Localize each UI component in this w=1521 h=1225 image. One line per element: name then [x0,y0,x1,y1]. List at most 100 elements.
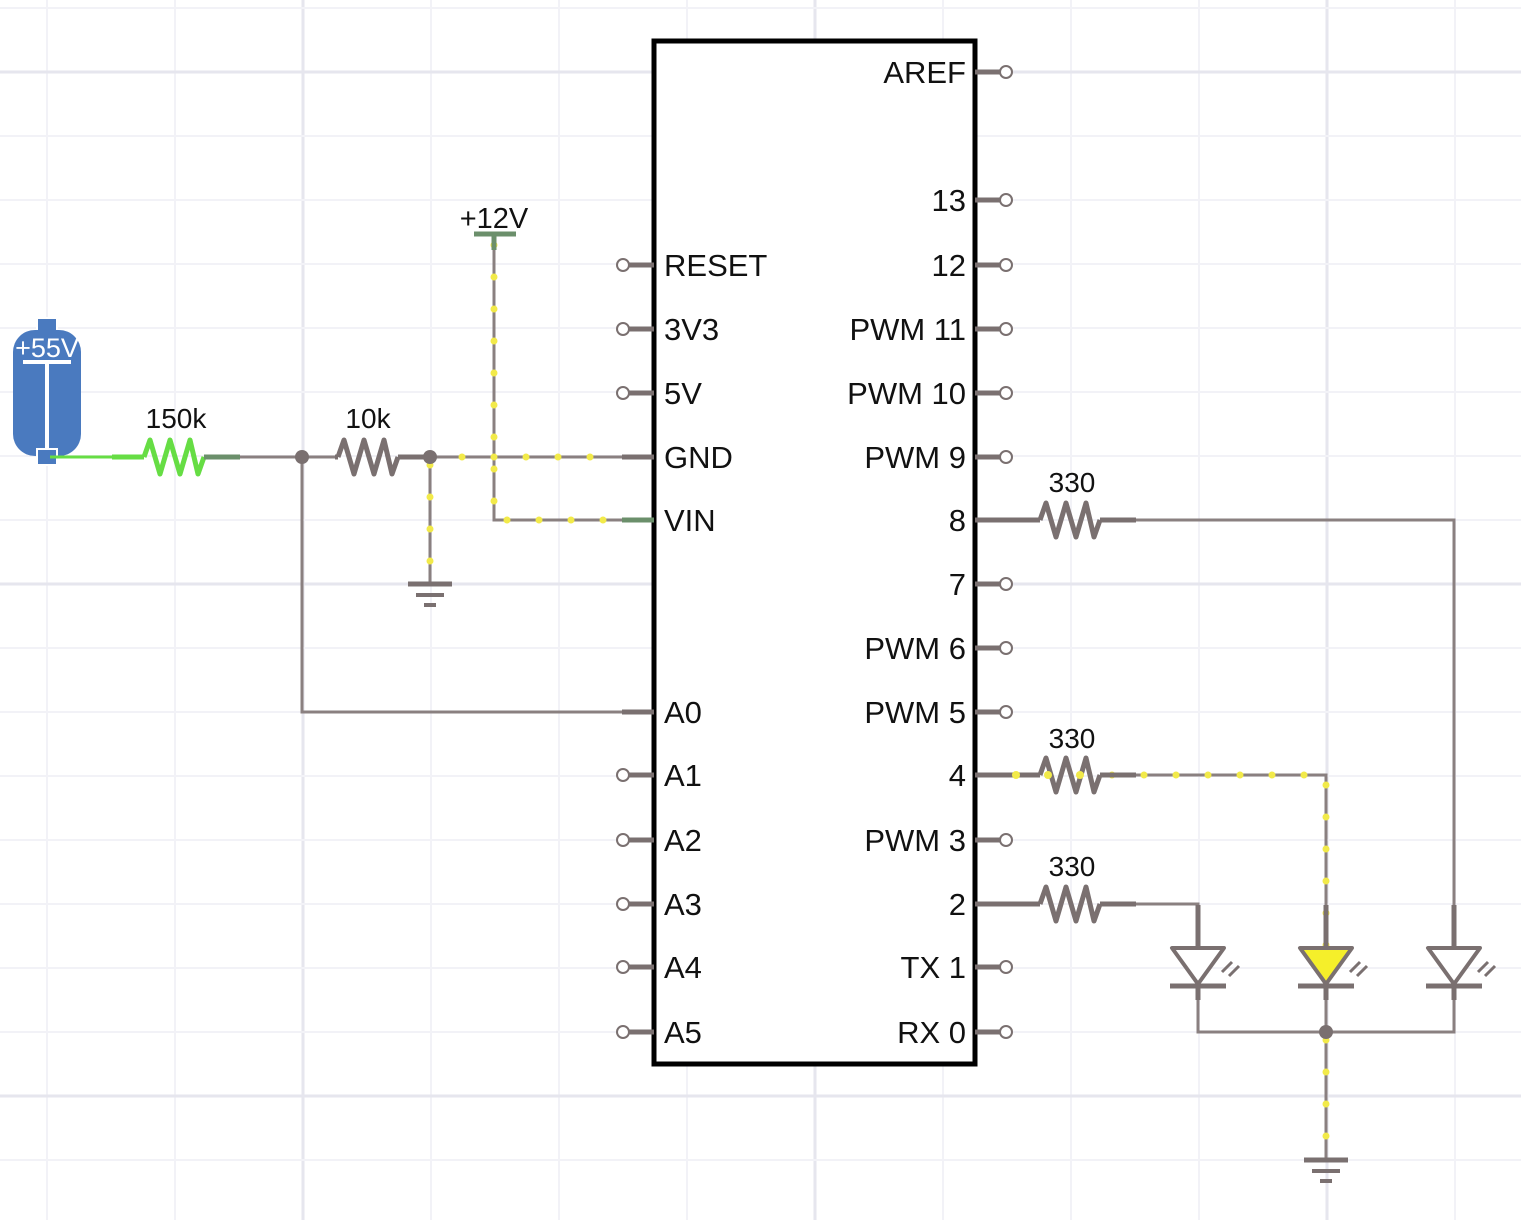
pin-tx-1[interactable]: TX 1 [901,950,1013,985]
ground-icon [408,581,452,607]
pin-13[interactable]: 13 [932,183,1013,218]
pin-label: PWM 10 [847,376,966,411]
pin-4[interactable]: 4 [949,758,1007,793]
pin-8[interactable]: 8 [949,503,1007,538]
ground-icon [1304,1157,1348,1183]
resistor-value: 330 [1049,851,1096,882]
pin-label: A4 [664,950,702,985]
resistor-330-pin8[interactable]: 330 [1005,467,1136,540]
pin-aref[interactable]: AREF [883,55,1013,90]
resistor-330-pin2[interactable]: 330 [1005,851,1136,924]
pin-terminal [999,65,1013,79]
pin-terminal [999,322,1013,336]
pin-label: 3V3 [664,312,719,347]
pin-label: A0 [664,695,702,730]
led-pin4-icon[interactable] [1298,905,1369,1000]
pin-terminal [999,450,1013,464]
pin-label: A3 [664,887,702,922]
power-label: +12V [460,203,529,235]
pin-label: RX 0 [897,1015,966,1050]
pin-terminal [616,768,630,782]
pin-terminal [616,833,630,847]
battery-label: +55V [15,333,79,363]
pin-terminal [616,1025,630,1039]
led-ray [1227,964,1241,978]
pin-reset[interactable]: RESET [616,248,767,283]
pin-label: A2 [664,823,702,858]
junction-dot [295,450,309,464]
pin-label: A1 [664,758,702,793]
pin-terminal [999,833,1013,847]
wire-vin[interactable] [492,240,622,522]
pin-label: 13 [932,183,966,218]
pin-label: VIN [664,503,716,538]
highlight-pin4-resistor [1012,771,1084,779]
pin-a2[interactable]: A2 [616,823,702,858]
pin-terminal [999,386,1013,400]
pin-label: PWM 11 [849,312,966,347]
pin-a5[interactable]: A5 [616,1015,702,1050]
pin-3v3[interactable]: 3V3 [616,312,719,347]
resistor-zigzag [335,437,401,477]
pin-terminal [616,960,630,974]
pin-pwm-6[interactable]: PWM 6 [864,631,1013,666]
resistor-value: 330 [1049,467,1096,498]
led-ray [1483,964,1497,978]
resistor-zigzag [1037,500,1103,540]
pin-label: A5 [664,1015,702,1050]
pin-a1[interactable]: A1 [616,758,702,793]
battery-icon[interactable]: +55V [13,317,81,466]
pin-rx-0[interactable]: RX 0 [897,1015,1013,1050]
resistor-10k[interactable]: 10k [335,403,430,477]
highlight-dot [1076,771,1084,779]
pin-pwm-10[interactable]: PWM 10 [847,376,1013,411]
led-pin2-icon[interactable] [1170,905,1241,1000]
pin-gnd[interactable]: GND [622,440,733,475]
junction-dot [1319,1025,1333,1039]
pin-label: PWM 5 [864,695,966,730]
pin-2[interactable]: 2 [949,887,1007,922]
pin-terminal [999,960,1013,974]
arduino-chip-body[interactable] [651,38,978,1067]
pin-pwm-3[interactable]: PWM 3 [864,823,1013,858]
resistor-150k[interactable]: 150k [112,403,240,477]
led-pin8-icon[interactable] [1426,905,1497,1000]
leds [1170,905,1497,1000]
led-triangle [1298,946,1354,986]
pin-label: 12 [932,248,966,283]
pin-terminal [616,258,630,272]
pin-label: PWM 9 [864,440,966,475]
resistor-330-pin4[interactable]: 330 [1005,723,1136,795]
pin-5v[interactable]: 5V [616,376,702,411]
led-ray [1355,964,1369,978]
highlight-dot [1012,771,1020,779]
pin-pwm-11[interactable]: PWM 11 [849,312,1013,347]
pin-a4[interactable]: A4 [616,950,702,985]
power-12v[interactable]: +12V [460,203,529,250]
resistor-zigzag [141,437,207,477]
pin-label: 2 [949,887,966,922]
pin-terminal [616,897,630,911]
active-net-highlights [426,241,1330,1154]
pin-7[interactable]: 7 [949,567,1013,602]
pin-terminal [616,386,630,400]
pin-12[interactable]: 12 [932,248,1013,283]
pin-label: GND [664,440,733,475]
wire-divider-a0[interactable] [300,457,622,714]
pin-label: 4 [949,758,966,793]
pin-terminal [999,577,1013,591]
pin-a0[interactable]: A0 [622,695,702,730]
pin-a3[interactable]: A3 [616,887,702,922]
pin-label: TX 1 [901,950,966,985]
pin-vin[interactable]: VIN [622,503,716,538]
pin-pwm-9[interactable]: PWM 9 [864,440,1013,475]
pin-terminal [999,705,1013,719]
led-triangle [1426,946,1482,986]
pin-pwm-5[interactable]: PWM 5 [864,695,1013,730]
resistor-value: 10k [345,403,391,434]
wire-pin8-led[interactable] [1136,518,1456,905]
pin-label: 7 [949,567,966,602]
